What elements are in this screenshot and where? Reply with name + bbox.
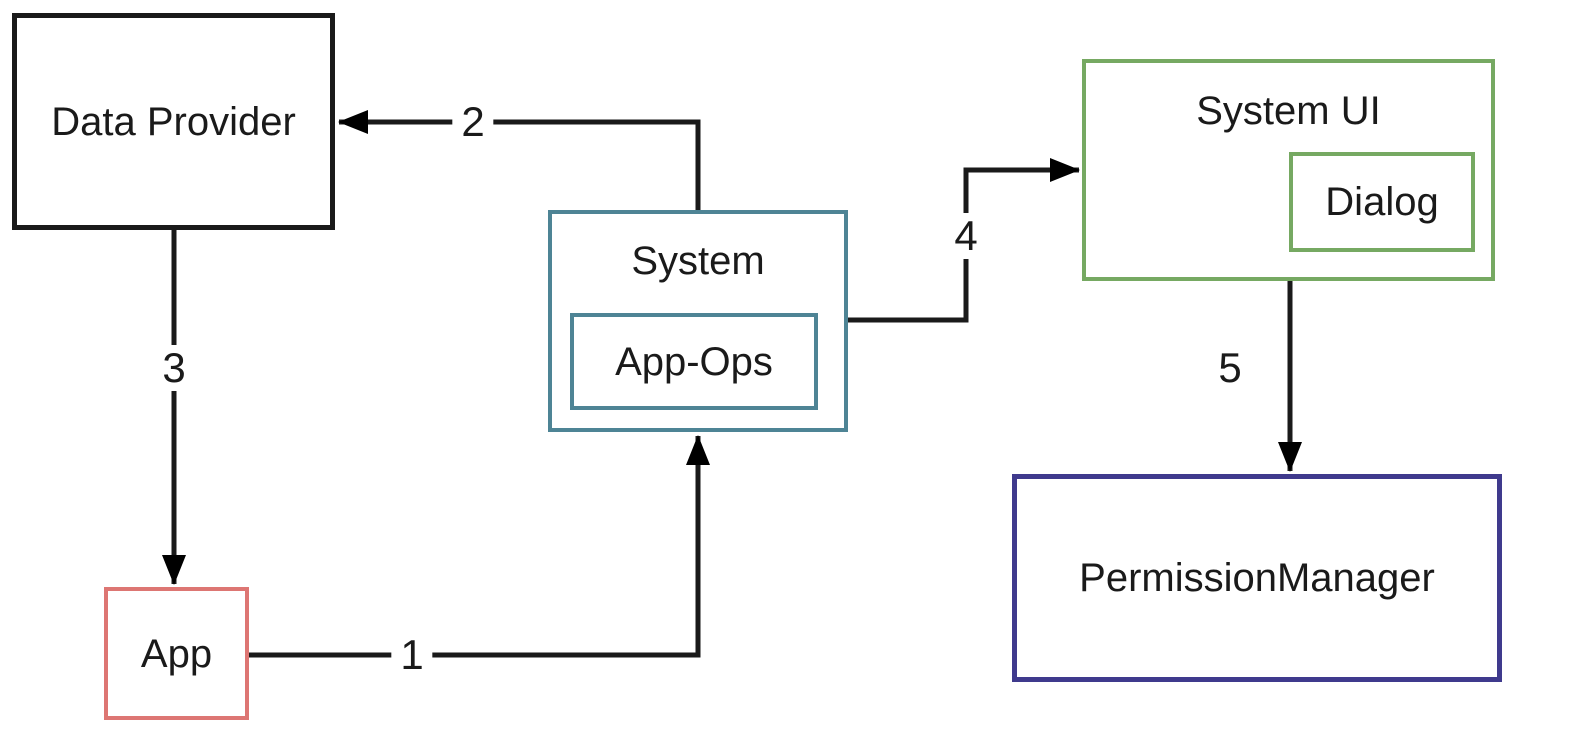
edge-label-2: 2 [452, 99, 494, 145]
edge-label-5: 5 [1209, 345, 1251, 391]
node-label-app-ops: App-Ops [615, 339, 773, 384]
node-label-data-provider: Data Provider [51, 99, 296, 144]
node-data-provider: Data Provider [12, 13, 335, 230]
edge-label-3: 3 [153, 345, 195, 391]
node-permission-manager: PermissionManager [1012, 474, 1502, 682]
node-label-system-ui: System UI [1196, 89, 1381, 133]
edge-label-1: 1 [391, 632, 433, 678]
node-label-dialog: Dialog [1325, 180, 1439, 224]
node-app-ops: App-Ops [570, 313, 818, 410]
edge-label-4: 4 [945, 213, 987, 259]
node-dialog: Dialog [1289, 152, 1475, 252]
node-label-permission-manager: PermissionManager [1079, 556, 1435, 600]
node-label-app: App [140, 631, 213, 676]
node-label-system: System [631, 239, 765, 283]
node-app: App [104, 587, 249, 720]
